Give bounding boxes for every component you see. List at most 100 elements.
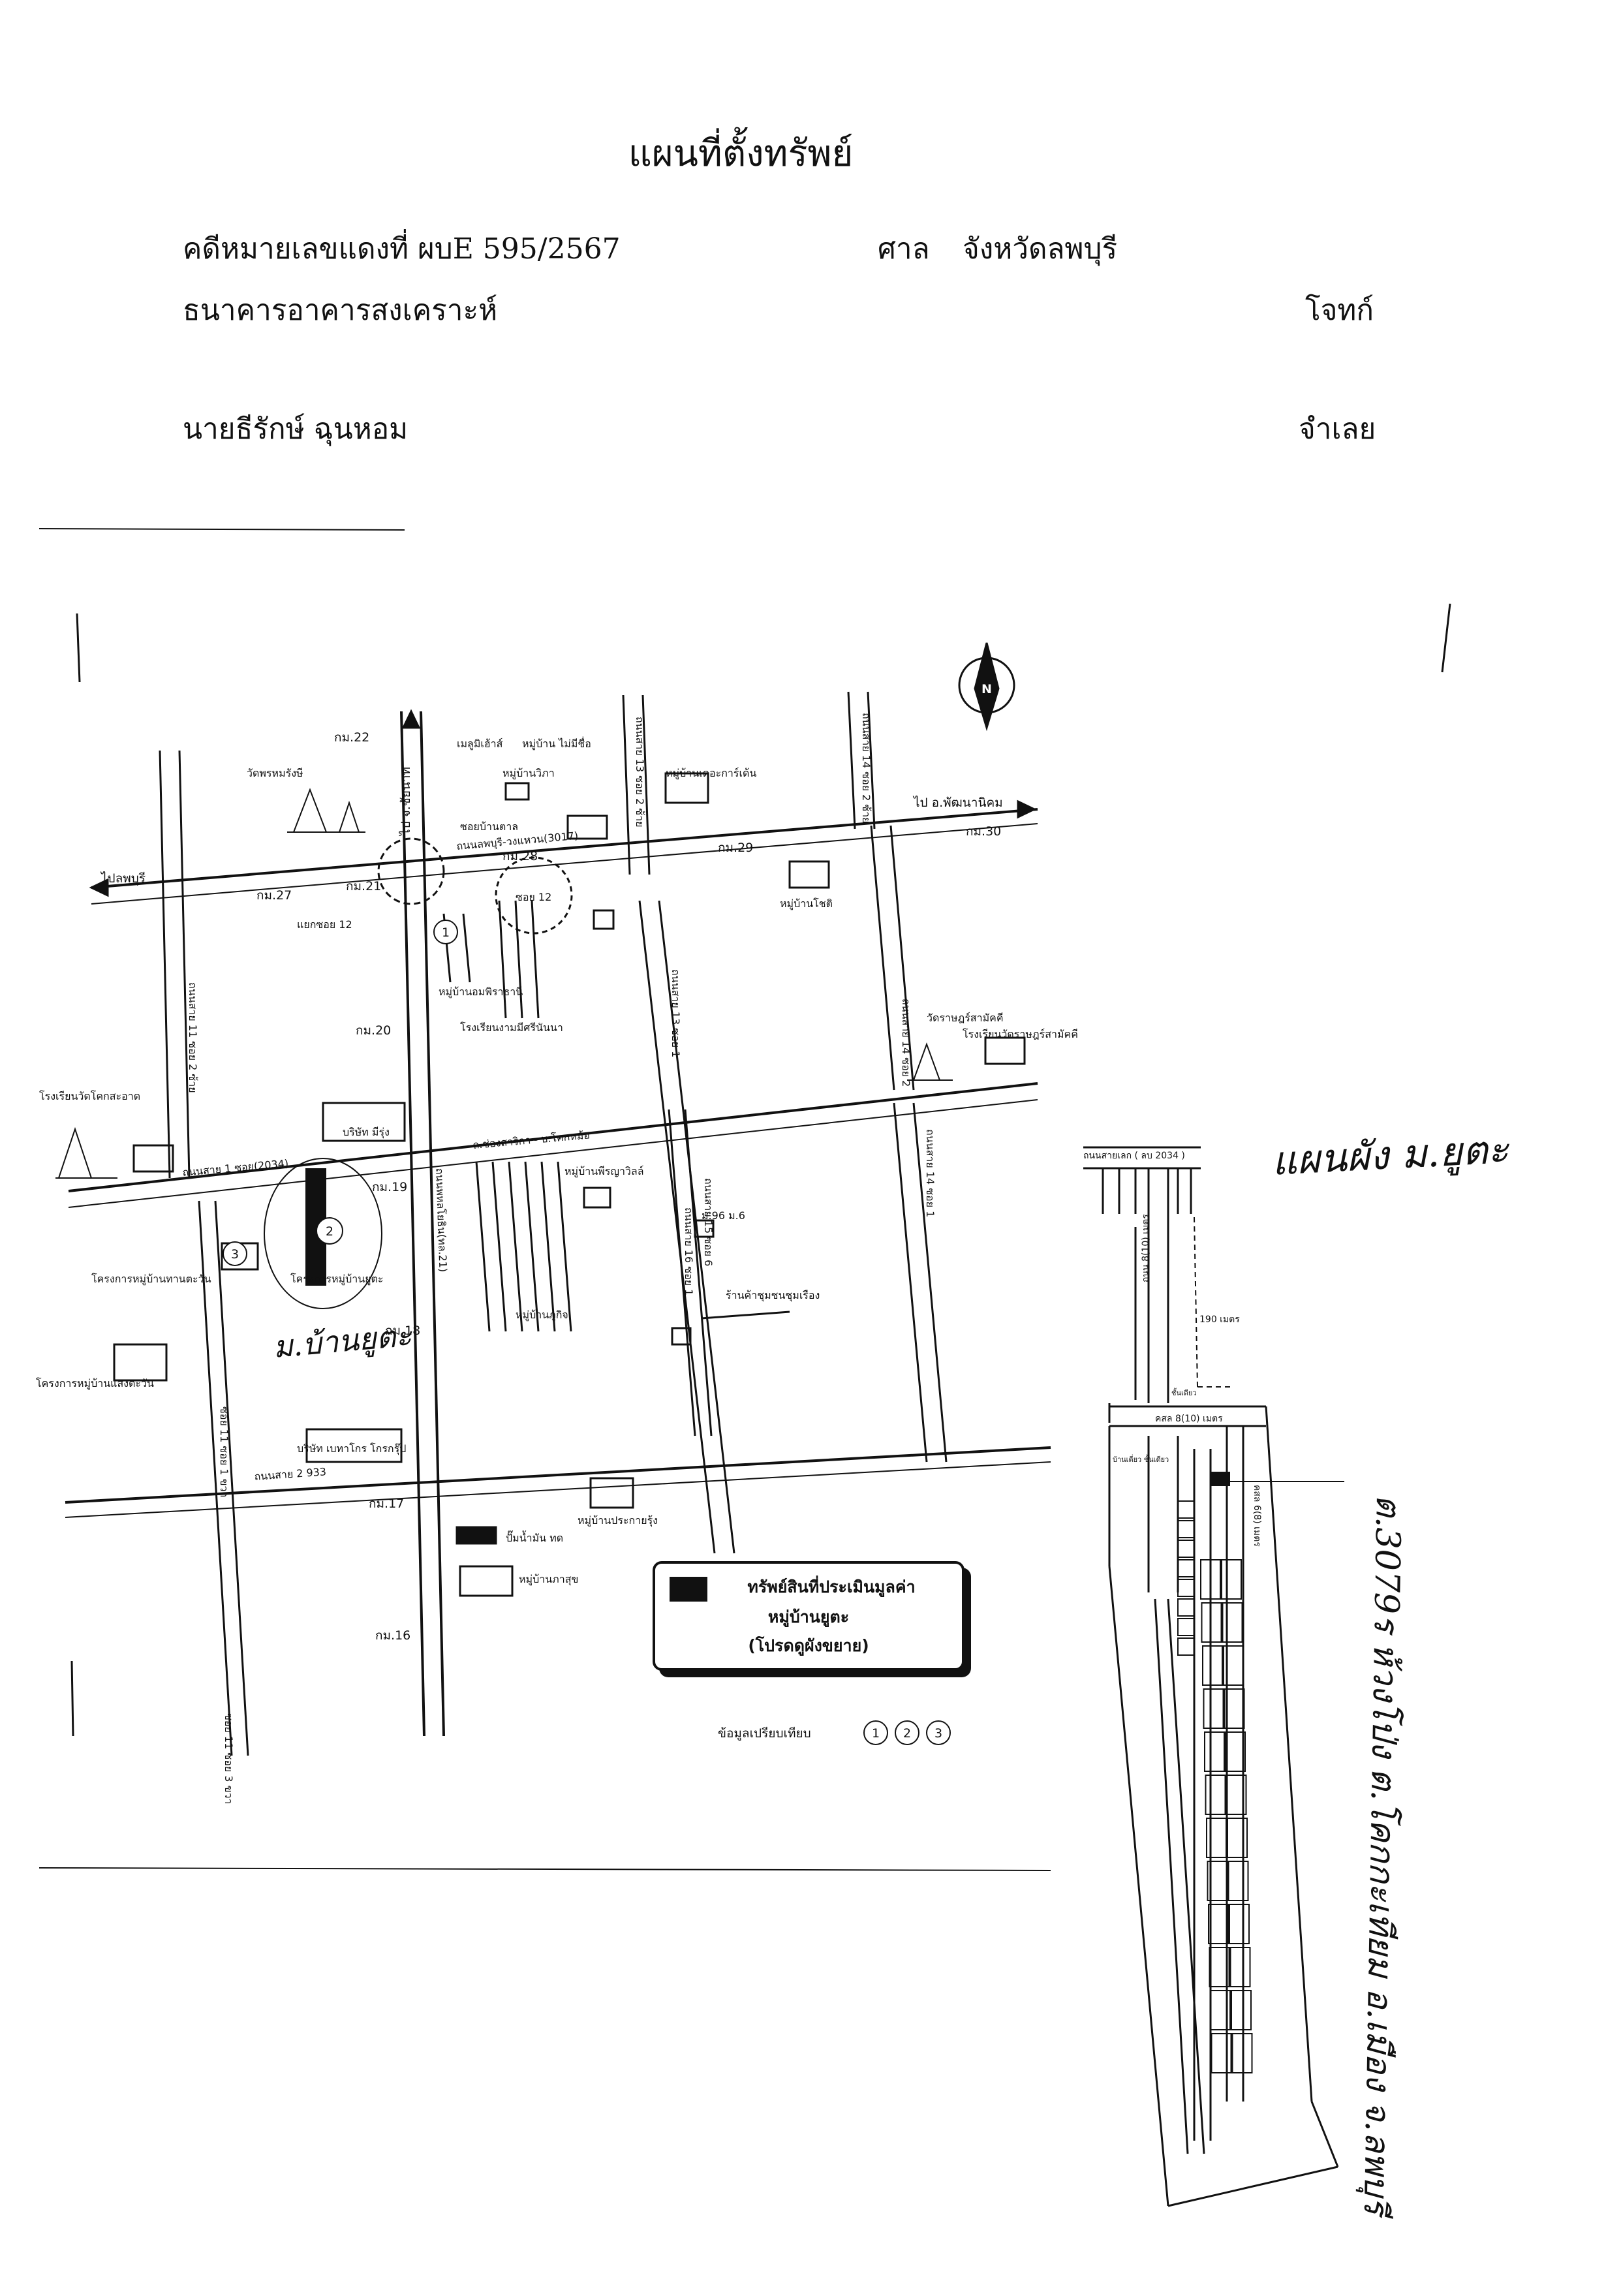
inset-lot xyxy=(1201,1602,1222,1643)
scan-mark xyxy=(1441,603,1451,673)
inset-road-v1: ถนน 8(10) เมตร xyxy=(1141,1214,1151,1282)
place-school-left: โรงเรียนวัดโคกสะอาด xyxy=(39,1090,140,1102)
inset-road-top: ถนนสายเลก ( ลบ 2034 ) xyxy=(1083,1151,1185,1161)
inset-lot xyxy=(1229,1904,1250,1944)
place-village-1: เมลูมิเฮ้าส์ xyxy=(457,737,503,751)
inset-lot xyxy=(1210,1990,1231,2030)
inset-dist: 190 เมตร xyxy=(1199,1314,1240,1325)
place-village-6: หมู่บ้านอมพิราธานี xyxy=(439,985,523,999)
place-village-5: หมู่บ้านโชติ xyxy=(780,897,833,910)
inset-lot xyxy=(1211,2033,1232,2073)
handwritten-parcel-note: ต.3079ร ห้วงโป่ง ต.โคกกะเทียม อ.เมือง จ.… xyxy=(1355,1495,1408,2220)
inset-lot xyxy=(1206,1818,1227,1858)
inset-lot xyxy=(1177,1637,1195,1656)
inset-lot-label: ชั้นเดียว xyxy=(1171,1388,1197,1397)
inset-lot xyxy=(1227,1818,1248,1858)
label-vert-6: ถนนสาย 13 ซอย 1 xyxy=(670,969,682,1057)
inset-subject-lot xyxy=(1211,1472,1230,1486)
inset-road-v2: คสล 6(8) เมตร xyxy=(1252,1485,1262,1547)
km-16: กม.16 xyxy=(375,1628,410,1643)
label-to-chainat: ไป จ.ชัยนาท xyxy=(399,767,413,837)
divider-line xyxy=(39,1867,1051,1871)
compare-label: ข้อมูลเปรียบเทียบ xyxy=(718,1726,811,1741)
km-19: กม.19 xyxy=(372,1180,407,1194)
temple-icon xyxy=(55,788,953,1179)
north-label: N xyxy=(981,682,992,696)
inset-lot xyxy=(1224,1688,1245,1729)
inset-plan xyxy=(1083,1146,1344,2207)
inset-lot xyxy=(1231,1990,1252,2030)
place-school-right: โรงเรียนวัดราษฎร์สามัคคี xyxy=(963,1028,1078,1040)
inset-lot xyxy=(1223,1645,1244,1686)
label-vert-3: ซอย 11 ซอย 3 ขวา xyxy=(223,1713,235,1804)
label-vert-8: ถนนสาย 14 ซอย 1 xyxy=(924,1129,936,1217)
inset-lot xyxy=(1225,1731,1246,1772)
place-shop-1: ร้านค้าชุมชนชุมเรือง xyxy=(726,1289,820,1302)
page-title: แผนที่ตั้งทรัพย์ xyxy=(628,132,854,175)
label-road-21: ถนนพหลโยธิน(ทล.21) xyxy=(433,1168,450,1272)
marker-3: 3 xyxy=(231,1247,239,1262)
place-gas: ปั๊มน้ำมัน ทด xyxy=(506,1530,563,1544)
inset-road-h: คสล 8(10) เมตร xyxy=(1155,1414,1223,1424)
label-road-2034: ถนนสาย 1 ซอย(2034) xyxy=(182,1157,289,1179)
inset-lot-label-2: บ้านเดี่ยว ชั้นเดียว xyxy=(1113,1454,1169,1464)
place-village-8: หมู่บ้านภูกิจ xyxy=(516,1309,568,1322)
inset-lot xyxy=(1177,1500,1195,1519)
plaintiff-name: ธนาคารอาคารสงเคราะห์ xyxy=(183,294,498,327)
court-name: จังหวัดลพบุรี xyxy=(963,232,1118,266)
km-20: กม.20 xyxy=(356,1023,391,1038)
handwritten-village-note: ม.บ้านยูตะ xyxy=(271,1317,414,1365)
inset-lot xyxy=(1226,1775,1247,1815)
inset-lot xyxy=(1221,1559,1242,1600)
label-alley-12: ซอยบ้านตาล xyxy=(460,820,518,833)
inset-lot xyxy=(1202,1645,1223,1686)
compare-item-1: 1 xyxy=(872,1726,880,1741)
legend-box: ทรัพย์สินที่ประเมินมูลค่า หมู่บ้านยูตะ (… xyxy=(653,1561,965,1671)
court-label: ศาล xyxy=(878,232,930,266)
inset-lot xyxy=(1222,1602,1243,1643)
inset-lot xyxy=(1209,1947,1230,1987)
place-village-2: หมู่บ้าน ไม่มีชื่อ xyxy=(522,736,591,751)
inset-lot xyxy=(1177,1618,1195,1636)
inset-lot xyxy=(1177,1559,1195,1577)
marker-1: 1 xyxy=(442,925,450,940)
label-lane-12: ซอย 12 xyxy=(516,891,551,903)
marker-2: 2 xyxy=(326,1224,333,1239)
label-vert-1: ถนนสาย 11 ซอย 2 ซ้าย xyxy=(187,982,199,1093)
label-vert-5: ถนนสาย 14 ซอย 2 ซ้าย xyxy=(860,713,872,824)
place-school-1: โรงเรียนงามมีศรีนันนา xyxy=(460,1021,563,1034)
km-21: กม.21 xyxy=(346,879,381,893)
km-29: กม.29 xyxy=(718,841,753,855)
label-vert-2: ซอย 11 ซอย 1 ขวา xyxy=(218,1406,230,1497)
place-wat-right: วัดราษฎร์สามัคคี xyxy=(927,1012,1004,1024)
inset-lot xyxy=(1200,1559,1221,1600)
place-project-2: โครงการหมู่บ้านยูตะ xyxy=(290,1273,384,1286)
label-to-lopburi: ไปลพบุรี xyxy=(100,871,146,886)
km-27: กม.27 xyxy=(256,888,292,903)
inset-lot xyxy=(1207,1861,1228,1901)
inset-lot xyxy=(1204,1731,1225,1772)
place-village-7: หมู่บ้านพีรญาวิลล์ xyxy=(564,1165,644,1178)
place-wat-left: วัดพรหมรังษี xyxy=(247,767,303,779)
place-company-2: บริษัท เบทาโกร โกรกรุ๊ป xyxy=(297,1442,406,1455)
compare-item-3: 3 xyxy=(934,1726,942,1741)
place-village-10: หมู่บ้านภาสุข xyxy=(519,1573,578,1586)
km-30: กม.30 xyxy=(966,824,1001,839)
legend-line-3: (โปรดดูผังขยาย) xyxy=(748,1636,869,1655)
north-arrow-icon xyxy=(958,642,1015,732)
inset-lot xyxy=(1231,2033,1253,2073)
scan-mark xyxy=(70,1660,74,1737)
place-project-3: โครงการหมู่บ้านแสงตะวัน xyxy=(36,1377,154,1390)
compare-item-2: 2 xyxy=(903,1726,911,1741)
place-project-1: โครงการหมู่บ้านทานตะวัน xyxy=(91,1273,211,1286)
place-village-3: หมู่บ้านวิภา xyxy=(502,767,555,780)
label-road-kok-mo: ถ.ช่องสาริกา - บ.โคกหม้อ xyxy=(472,1128,591,1151)
inset-lots xyxy=(1177,1500,1253,2073)
legend-line-1: ทรัพย์สินที่ประเมินมูลค่า xyxy=(747,1577,916,1596)
road-21 xyxy=(400,711,425,1737)
road-2034 xyxy=(68,1082,1038,1192)
label-vert-9: ถนนสาย 16 ซอย 1 xyxy=(683,1207,695,1295)
road-2-933 xyxy=(65,1446,1051,1504)
place-company-1: บริษัท มีรุ่ง xyxy=(343,1126,390,1139)
place-village-9: หมู่บ้านประกายรุ้ง xyxy=(578,1514,658,1527)
